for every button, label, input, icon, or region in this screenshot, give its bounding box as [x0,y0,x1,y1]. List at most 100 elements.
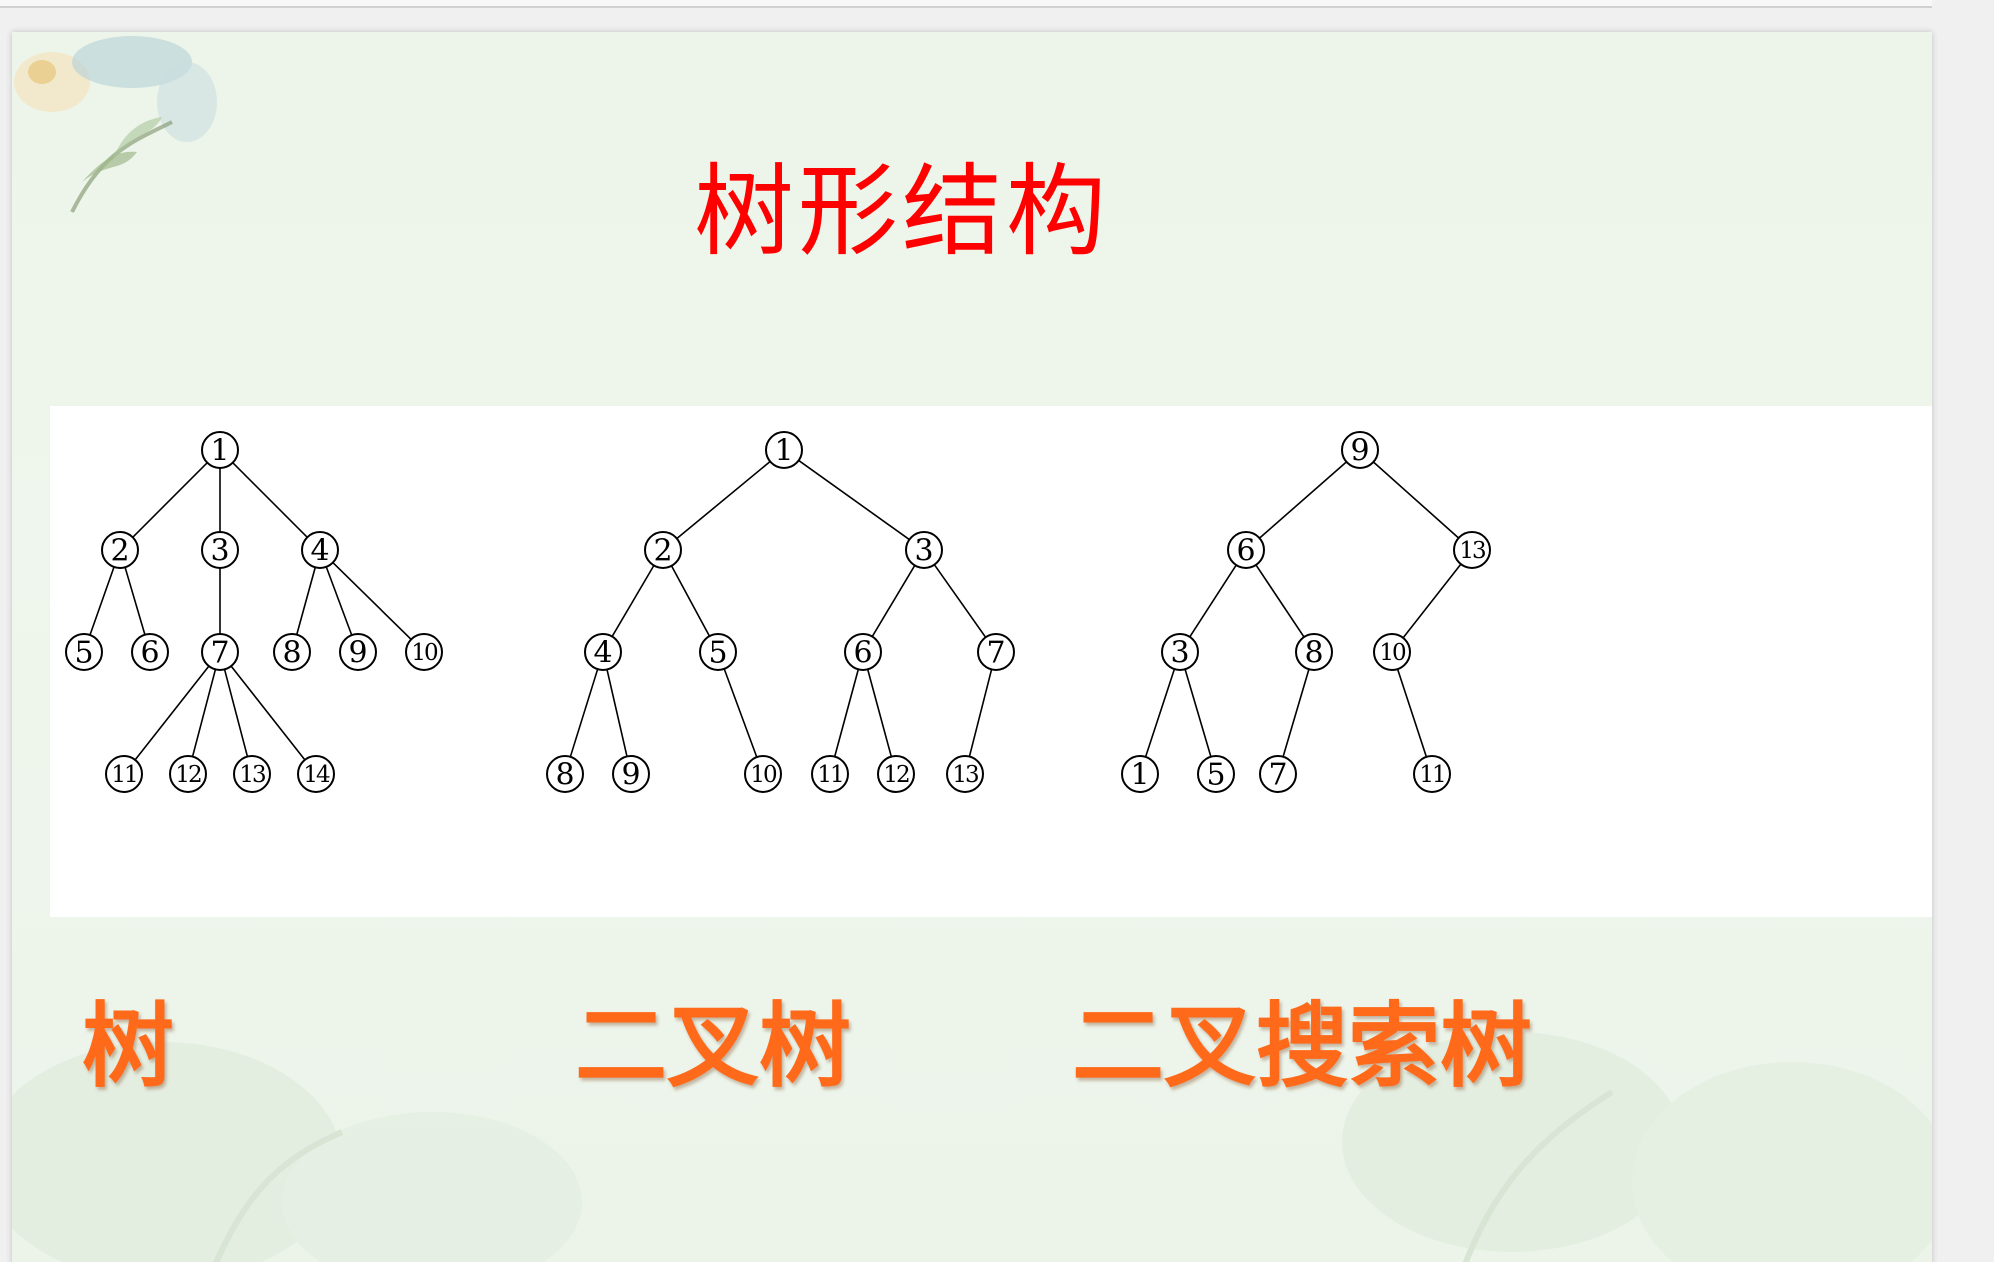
tree-node: 3 [905,531,943,569]
tree-edge [332,562,412,640]
node-label: 11 [111,762,136,788]
node-label: 9 [1350,434,1369,469]
node-label: 11 [817,762,842,788]
tree-edge [569,668,599,758]
node-circle [765,431,803,469]
caption-binary-tree[interactable]: 二叉树 [575,993,852,1100]
node-label: 11 [1419,762,1444,788]
tree-node: 10 [744,755,782,793]
node-circle [977,633,1015,671]
node-label: 1 [210,434,229,469]
scrollbar-track[interactable] [1944,0,1994,1262]
tree-node: 8 [273,633,311,671]
tree-node: 11 [105,755,143,793]
tree-edge [1189,564,1237,638]
node-circle [744,755,782,793]
node-label: 2 [110,534,129,569]
tree-edge [866,669,893,757]
tree-edge [611,565,655,637]
node-label: 3 [914,534,933,569]
node-circle [297,755,335,793]
tree-node: 2 [101,531,139,569]
tree-node: 12 [169,755,207,793]
tree-edge [1402,563,1462,639]
node-label: 12 [883,762,909,788]
node-label: 6 [853,636,872,671]
previous-slide-edge[interactable] [0,0,1932,8]
tree-node: 6 [1227,531,1265,569]
node-label: 9 [348,636,367,671]
node-circle [584,633,622,671]
floral-decoration-icon [14,36,217,213]
tree-node: 2 [644,531,682,569]
node-circle [405,633,443,671]
node-label: 5 [74,636,93,671]
tree-edge [833,669,860,757]
node-label: 5 [708,636,727,671]
node-label: 7 [986,636,1005,671]
tree-edge [1396,668,1428,758]
node-label: 2 [653,534,672,569]
tree-edge [124,567,146,635]
node-label: 7 [210,636,229,671]
tree-edge [1282,669,1310,757]
node-label: 13 [952,762,978,788]
tree-node: 7 [201,633,239,671]
node-label: 10 [1379,640,1406,666]
tree-edge [1259,461,1347,539]
tree-node: 4 [584,633,622,671]
tree-node: 8 [546,755,584,793]
node-label: 6 [140,636,159,671]
node-label: 10 [411,640,438,666]
node-circle [1197,755,1235,793]
tree-node: 14 [297,755,335,793]
node-label: 7 [1268,758,1287,793]
node-circle [1259,755,1297,793]
caption-tree[interactable]: 树 [82,993,175,1100]
tree-node: 5 [1197,755,1235,793]
tree-node: 11 [811,755,849,793]
tree-edge [670,565,711,637]
node-circle [877,755,915,793]
node-circle [644,531,682,569]
node-circle [339,633,377,671]
tree-node: 11 [1413,755,1451,793]
node-circle [201,431,239,469]
node-circle [1295,633,1333,671]
tree-node: 13 [233,755,271,793]
node-label: 13 [1459,538,1485,564]
tree-edge [676,460,771,540]
node-label: 14 [303,762,330,788]
node-circle [201,633,239,671]
caption-binary-search-tree[interactable]: 二叉搜索树 [1072,993,1533,1100]
tree-node: 13 [1453,531,1491,569]
node-label: 4 [310,534,329,569]
tree-node: 1 [1121,755,1159,793]
tree-edge [132,462,208,538]
tree-node: 13 [946,755,984,793]
tree-node: 6 [844,633,882,671]
node-circle [65,633,103,671]
tree-node: 5 [65,633,103,671]
tree-node: 10 [405,633,443,671]
tree-edge [1255,564,1305,638]
foliage-background-icon [12,1032,1932,1262]
node-label: 3 [210,534,229,569]
tree-node: 10 [1373,633,1411,671]
node-circle [699,633,737,671]
tree-edge [191,669,217,757]
tree-edge [933,564,987,638]
slide-title[interactable]: 树形结构 [694,153,1110,270]
node-circle [1227,531,1265,569]
tree-node: 9 [612,755,650,793]
tree-node: 7 [977,633,1015,671]
tree-edge [798,459,910,541]
node-label: 10 [750,762,777,788]
node-circle [1373,633,1411,671]
